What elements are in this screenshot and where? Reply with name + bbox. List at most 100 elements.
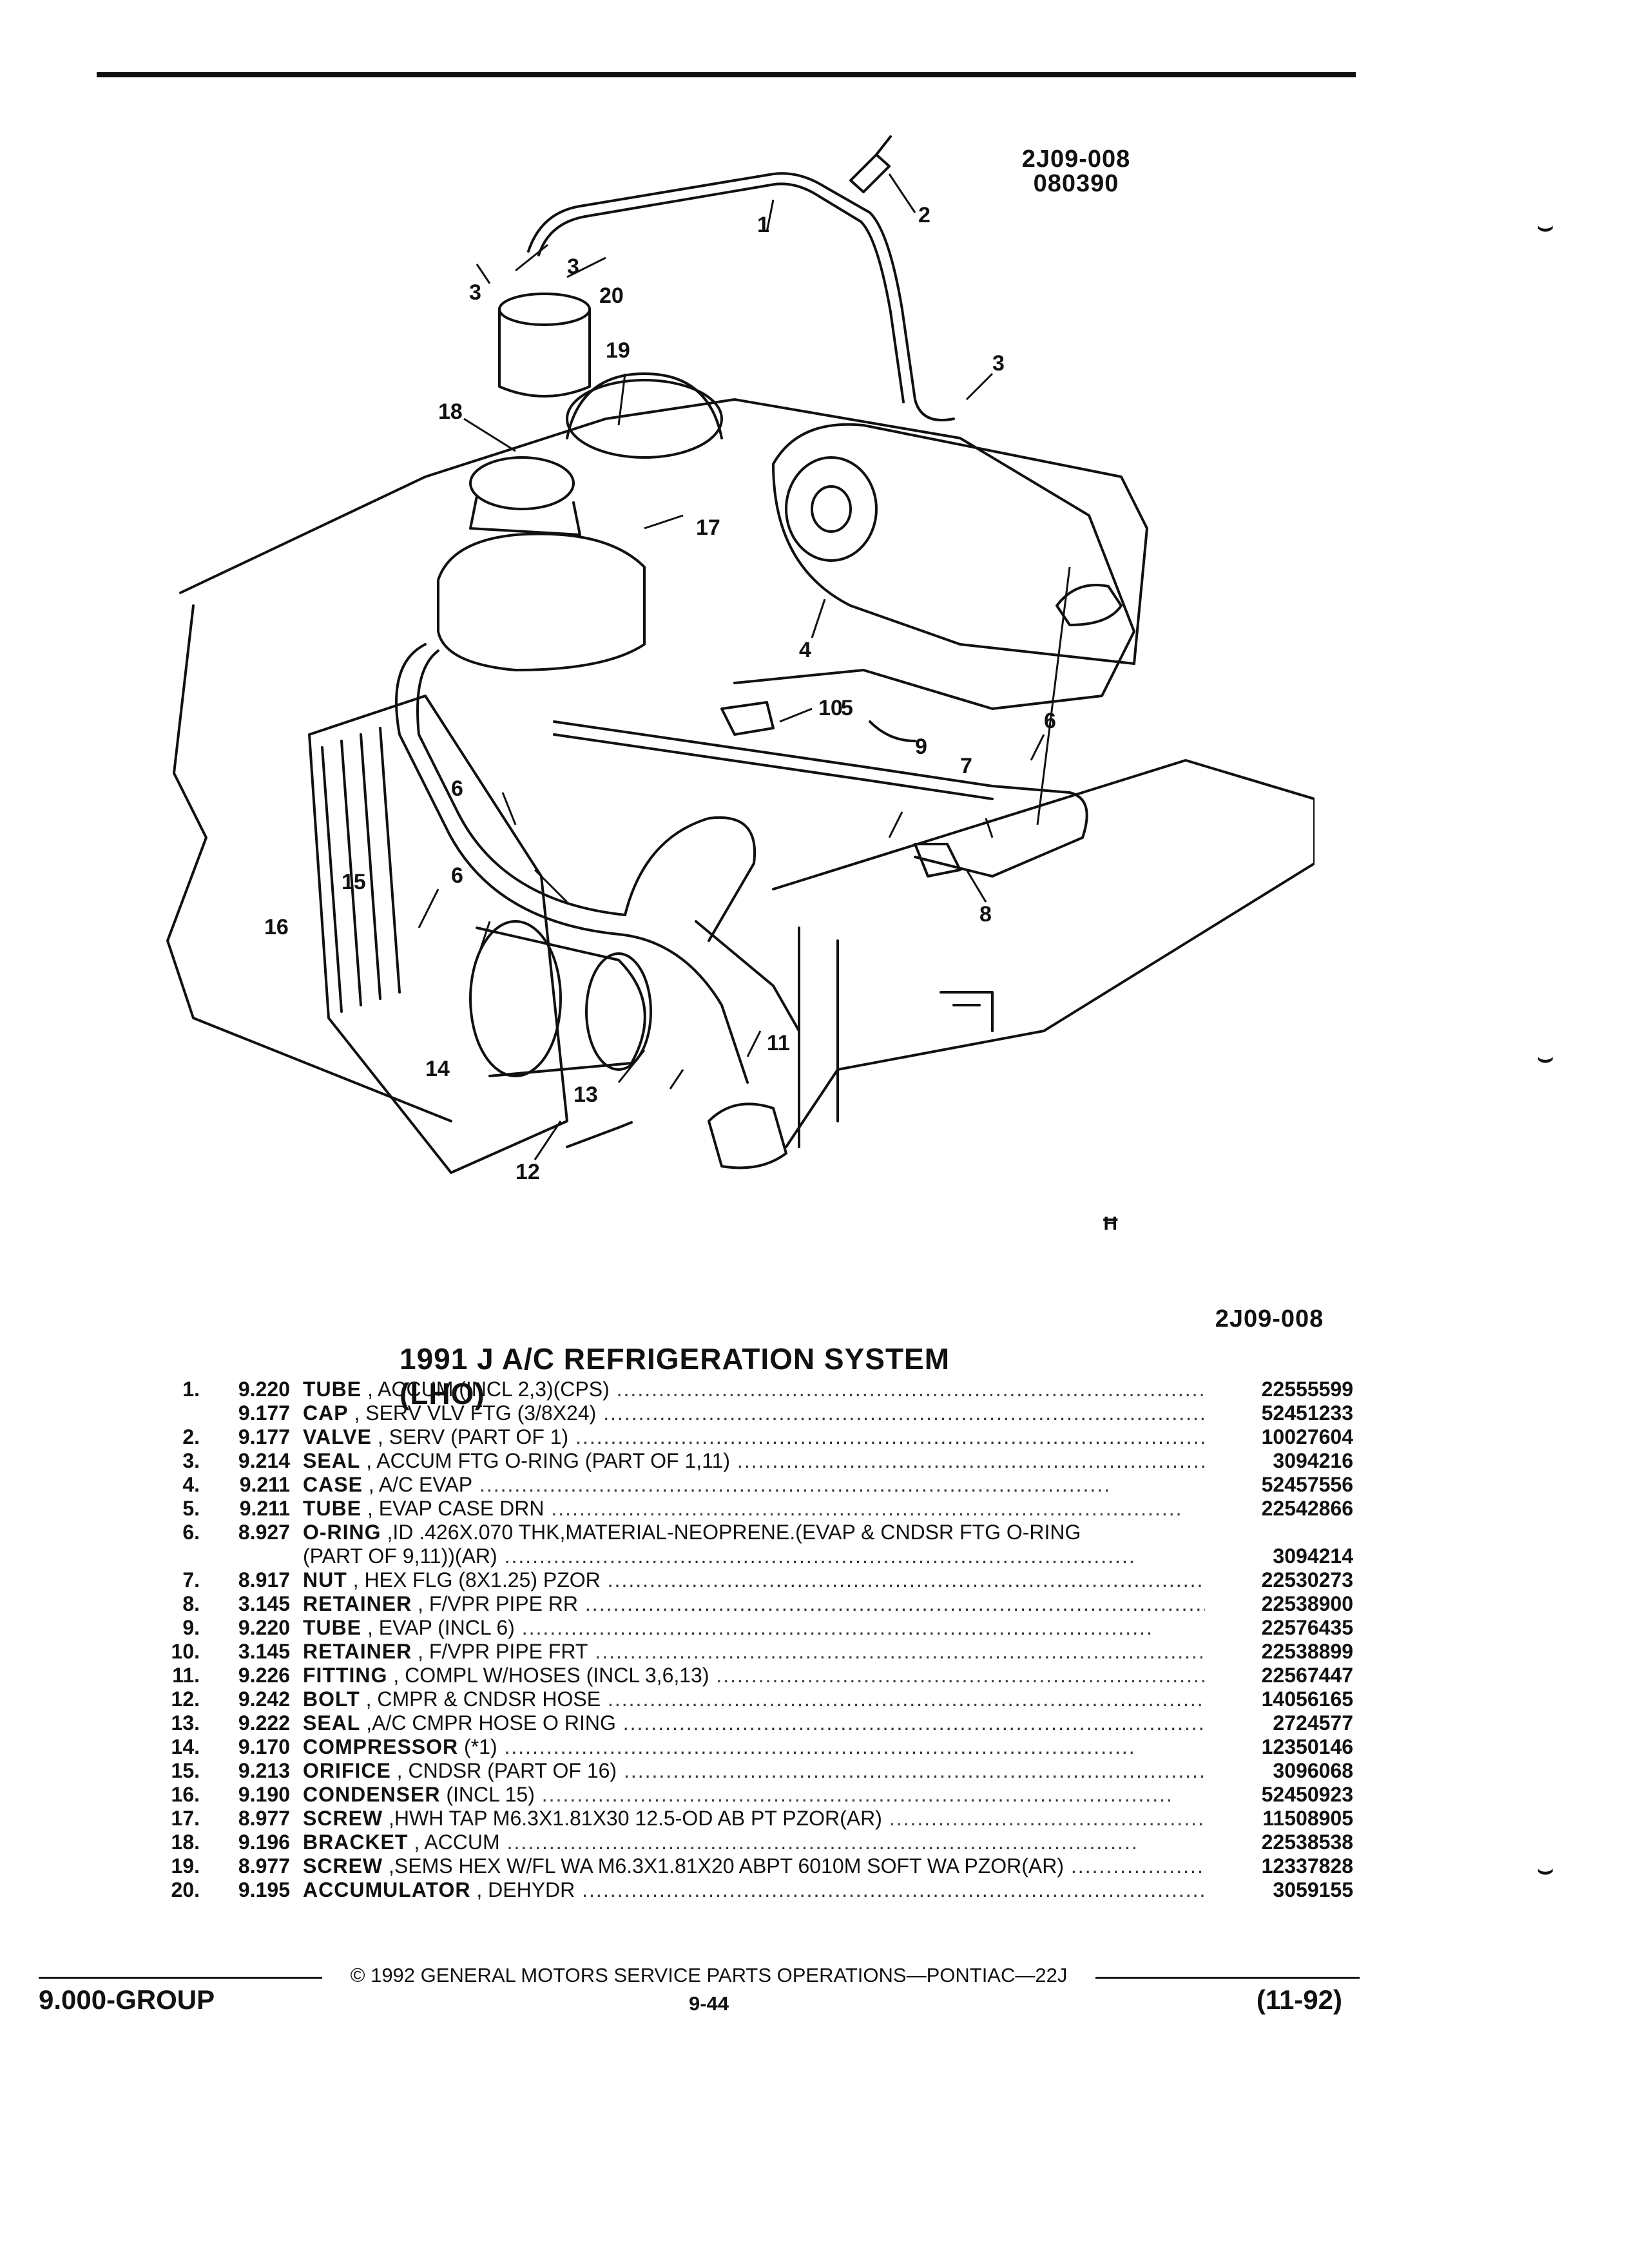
item-number: 7. [182, 1568, 200, 1591]
leader-dots: ........................................… [568, 1425, 1205, 1448]
part-name: VALVE [303, 1425, 372, 1448]
part-description: TUBE , ACCUM (INCL 2,3)(CPS) ...........… [303, 1378, 1205, 1401]
part-name: CASE [303, 1473, 363, 1496]
item-number: 8. [182, 1592, 200, 1615]
part-name: TUBE [303, 1378, 362, 1401]
group-code: 9.242 [238, 1687, 290, 1711]
leader-dots: ........................................… [499, 1831, 1139, 1854]
leader-dots: ........................................… [737, 1449, 1205, 1472]
item-number: 3. [182, 1449, 200, 1472]
part-name: TUBE [303, 1497, 362, 1520]
part-description: VALVE , SERV (PART OF 1) ...............… [303, 1425, 1205, 1449]
group-code: 9.213 [238, 1759, 290, 1782]
callout-6b: 6 [451, 863, 463, 888]
ac-system-exploded-diagram: 1 2 3 3 3 4 5 6 6 6 7 8 9 10 11 12 13 14… [166, 135, 1315, 1184]
group-code: 8.917 [238, 1568, 290, 1591]
leader-dots: ........................................… [514, 1616, 1153, 1639]
part-name: FITTING [303, 1664, 388, 1687]
part-number: 12350146 [1261, 1735, 1353, 1758]
part-number: 3094216 [1273, 1449, 1353, 1472]
item-number: 14. [171, 1735, 200, 1758]
part-number: 52451233 [1261, 1401, 1353, 1425]
part-name: RETAINER [303, 1640, 412, 1663]
condenser [308, 695, 568, 1174]
group-code: 9.222 [238, 1711, 290, 1735]
callout-19: 19 [606, 338, 630, 363]
part-detail: , F/VPR PIPE RR [418, 1592, 579, 1615]
part-number: 14056165 [1261, 1687, 1353, 1711]
part-description: O-RING ,ID .426X.070 THK,MATERIAL-NEOPRE… [303, 1521, 1205, 1568]
part-detail: , DEHYDR [476, 1878, 575, 1901]
part-description: CASE , A/C EVAP ........................… [303, 1473, 1205, 1497]
parts-row: 8. 3.145 RETAINER , F/VPR PIPE RR ........… [116, 1592, 1353, 1616]
callout-1: 1 [757, 213, 769, 237]
footer-date: (11-92) [1256, 1984, 1342, 2015]
part-number: 11508905 [1262, 1807, 1353, 1830]
footer-rule-right [1095, 1977, 1360, 1979]
group-code: 3.145 [238, 1592, 290, 1615]
callout-8: 8 [979, 902, 992, 927]
leader-dots: ........................................… [575, 1878, 1205, 1901]
callout-14: 14 [425, 1057, 450, 1081]
part-description: SEAL , ACCUM FTG O-RING (PART OF 1,11) .… [303, 1449, 1205, 1473]
callout-10: 10 [818, 696, 843, 720]
part-name: O-RING [303, 1521, 381, 1544]
part-description: TUBE , EVAP (INCL 6) ...................… [303, 1616, 1205, 1640]
callout-11: 11 [767, 1031, 790, 1055]
group-code: 8.927 [238, 1521, 290, 1544]
group-code: 8.977 [238, 1854, 290, 1878]
service-valve [849, 153, 891, 193]
part-number: 22538538 [1261, 1831, 1353, 1854]
part-name: RETAINER [303, 1592, 412, 1615]
parts-row: 6. 8.927 O-RING ,ID .426X.070 THK,MATERIAL… [116, 1521, 1353, 1568]
part-name: NUT [303, 1568, 347, 1591]
item-number: 5. [182, 1497, 200, 1520]
part-description: ACCUMULATOR , DEHYDR ...................… [303, 1878, 1205, 1902]
group-code: 9.211 [239, 1473, 290, 1496]
part-description: CAP , SERV VLV FTG (3/8X24) ............… [303, 1401, 1205, 1425]
part-detail: , CNDSR (PART OF 16) [396, 1759, 617, 1782]
item-number: 19. [171, 1854, 200, 1878]
leader-dots: ........................................… [601, 1687, 1205, 1711]
leader-dots: ........................................… [578, 1592, 1205, 1615]
callout-9: 9 [915, 735, 927, 759]
part-name: SEAL [303, 1711, 361, 1735]
part-number: 22567447 [1261, 1664, 1353, 1687]
group-code: 9.214 [238, 1449, 290, 1472]
footer-page-number: 9-44 [688, 1992, 729, 2015]
footer-rule-left [39, 1977, 322, 1979]
part-name: COMPRESSOR [303, 1735, 459, 1758]
leader-dots: ........................................… [1070, 1854, 1205, 1878]
leader-dots: ........................................… [609, 1378, 1205, 1401]
binding-mark: ⌣ [1537, 1856, 1554, 1884]
item-number: 11. [172, 1664, 200, 1687]
part-name: BOLT [303, 1687, 360, 1711]
item-number: 6. [182, 1521, 200, 1544]
part-number: 22538899 [1261, 1640, 1353, 1663]
item-number: 1. [182, 1378, 200, 1401]
part-description: BRACKET , ACCUM ........................… [303, 1831, 1205, 1854]
callout-6c: 6 [1044, 709, 1056, 733]
part-name: BRACKET [303, 1831, 409, 1854]
figure-ref-date: 080390 [1033, 170, 1119, 197]
bolt [566, 1121, 633, 1148]
binding-mark: ⌣ [1537, 1044, 1554, 1072]
retainer-rr [914, 843, 961, 878]
leader-dots: ........................................… [889, 1807, 1205, 1830]
callout-3a: 3 [469, 280, 481, 305]
part-detail: , F/VPR PIPE FRT [418, 1640, 588, 1663]
group-code: 9.211 [239, 1497, 290, 1520]
group-code: 9.195 [238, 1878, 290, 1901]
part-detail: ,SEMS HEX W/FL WA M6.3X1.81X20 ABPT 6010… [389, 1854, 1065, 1878]
part-detail: , ACCUM (INCL 2,3)(CPS) [367, 1378, 610, 1401]
callout-13: 13 [574, 1082, 598, 1107]
top-rule [97, 72, 1356, 77]
part-detail: , CMPR & CNDSR HOSE [365, 1687, 601, 1711]
part-name: CONDENSER [303, 1783, 441, 1806]
